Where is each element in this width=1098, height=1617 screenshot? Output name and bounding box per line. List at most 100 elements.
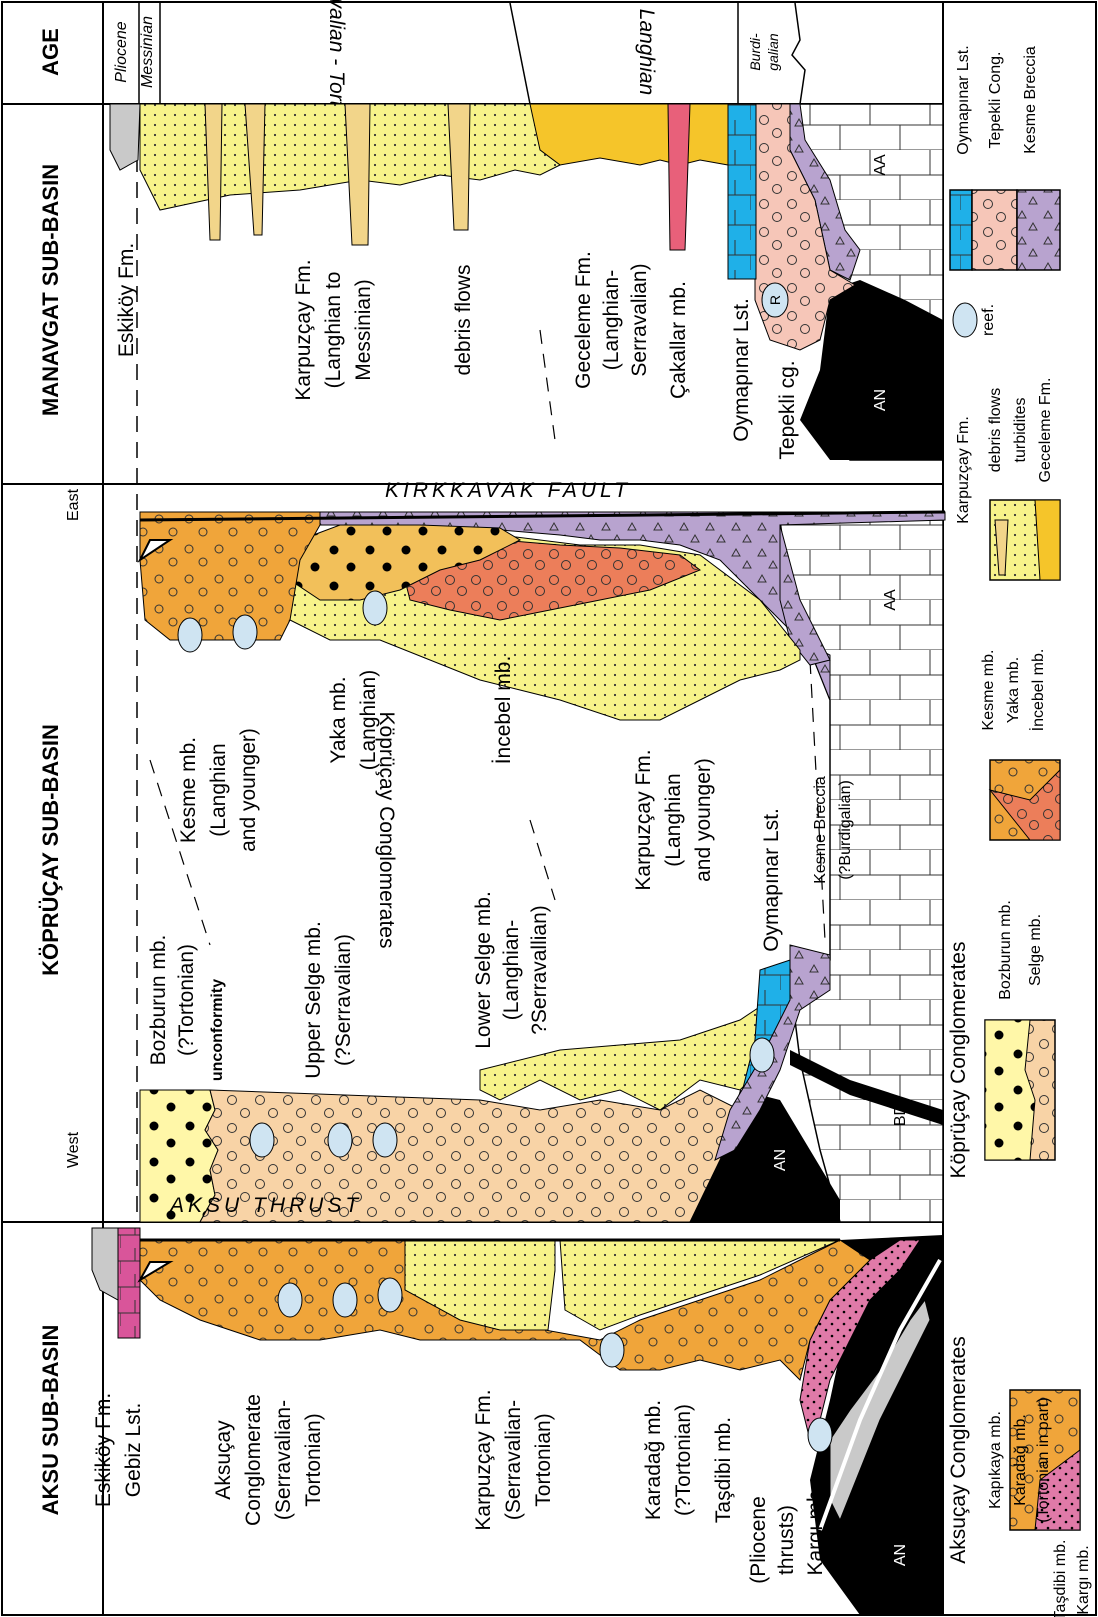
manavgat-aa-label: AA <box>872 154 889 176</box>
koprucay-aa-label: AA <box>882 589 899 611</box>
manavgat-karpuzcay-label-3: Messinian) <box>352 279 375 381</box>
age-line <box>792 3 805 104</box>
aksu-karpuzcay-label-2: (Serravalian- <box>502 1400 525 1520</box>
legend-swatch-kesme-breccia <box>1017 190 1060 270</box>
cakallar-mb <box>668 104 690 250</box>
aksu-eskikoy-label: Eskiköy Fm. <box>92 1393 115 1507</box>
geceleme-label-3: Serravalian) <box>628 263 651 376</box>
koprucay-karpuzcay-fm-west <box>480 1000 770 1110</box>
upper-selge-label-2: (?Serravalian) <box>332 934 355 1066</box>
kesme-breccia-label-2: (?Burdigalian) <box>837 780 854 880</box>
legend-reef: reef. <box>980 304 997 336</box>
cakallar-label: Çakallar mb. <box>667 281 690 399</box>
legend-selge: Selge mb. <box>1027 914 1044 986</box>
legend-kapikaya: Kapıkaya mb. <box>987 1411 1004 1509</box>
debris-flow-wedge <box>205 104 222 240</box>
correlation-line <box>530 820 555 900</box>
kesme-label-3: and younger) <box>237 728 260 852</box>
legend-aksucay-title: Aksuçay Conglomerates <box>947 1336 970 1564</box>
debris-flow-wedge <box>345 104 370 245</box>
kesme-label-2: (Langhian <box>207 743 230 836</box>
legend-karpuzcay: Karpuzçay Fm. <box>955 416 972 524</box>
age-burdigalian-1: Burdi- <box>747 33 763 71</box>
karadag-label-1: Karadağ mb. <box>642 1400 665 1520</box>
incebel-label: İncebel mb. <box>492 656 515 765</box>
manavgat-eskikoy-label: Eskiköy Fm. <box>115 243 138 357</box>
tasdibi-label: Taşdibi mb. <box>712 1417 735 1523</box>
kesme-label-1: Kesme mb. <box>177 737 200 843</box>
legend-incebel: İncebel mb. <box>1028 649 1047 732</box>
legend-tasdibi: Taşdibi mb. <box>1052 1540 1069 1617</box>
correlation-line <box>540 330 555 440</box>
manavgat-karpuzcay-label-2: (Langhian to <box>322 272 345 389</box>
geceleme-fm <box>530 104 728 165</box>
lower-selge-label-1: Lower Selge mb. <box>472 891 495 1049</box>
manavgat-an-label: AN <box>872 389 889 411</box>
aksu-karpuzcay-label-3: Tortonian) <box>532 1413 555 1506</box>
manavgat-karpuzcay-label-1: Karpuzçay Fm. <box>292 259 315 400</box>
koprucay-conglomerates-label: Köprüçay Conglomerates <box>375 712 398 949</box>
legend-bozburun: Bozburun mb. <box>997 900 1014 1000</box>
manavgat-eskikoy-fm <box>110 104 140 170</box>
age-messinian: Messinian <box>139 16 156 88</box>
upper-selge-label-1: Upper Selge mb. <box>302 921 325 1079</box>
orientation-west: West <box>65 1131 82 1168</box>
geceleme-label-2: (Langhian- <box>600 270 623 370</box>
age-langhian: Langhian <box>635 9 658 95</box>
legend-karadag-1: Karadağ mb. <box>1012 1414 1029 1506</box>
koprucay-an-label: AN <box>772 1149 789 1171</box>
gebiz-lst <box>118 1228 140 1338</box>
legend-turbidites: turbidites <box>1012 398 1029 463</box>
legend-kesme-breccia: Kesme Breccia <box>1022 46 1039 154</box>
kesme-breccia-label-1: Kesme Breccia <box>812 776 829 884</box>
legend-oymapinar: Oymapınar Lst. <box>955 45 972 154</box>
lower-selge-label-3: ?Serravallian) <box>528 905 551 1035</box>
tepekli-label: Tepekli cg. <box>776 360 799 459</box>
legend-koprucay-title: Köprüçay Conglomerates <box>947 942 970 1179</box>
legend-swatch-geceleme <box>1035 500 1060 580</box>
header-manavgat: MANAVGAT SUB-BASIN <box>38 164 63 416</box>
debris-flow-wedge <box>448 104 470 230</box>
debris-flows-label: debris flows <box>452 265 475 376</box>
koprucay-karpuzcay-label-2: (Langhian <box>662 773 685 866</box>
gebiz-label: Gebiz Lst. <box>122 1403 145 1498</box>
lower-selge-label-2: (Langhian- <box>500 920 523 1020</box>
aksucay-label-1: Aksuçay <box>212 1420 235 1500</box>
header-age: AGE <box>38 28 63 76</box>
manavgat-oymapinar-lst <box>728 104 756 279</box>
legend-karadag-2: (Tortonian in part) <box>1035 1397 1052 1522</box>
legend-tepekli: Tepekli Cong. <box>987 52 1004 149</box>
legend-geceleme: Geceleme Fm. <box>1037 378 1054 483</box>
aksucay-label-4: Tortonian) <box>302 1413 325 1506</box>
aksu-section: AN AKSU THRUST Eskiköy Fm. Gebiz Lst. <box>92 1194 943 1615</box>
aksu-an-label: AN <box>892 1544 909 1566</box>
legend-debris: debris flows <box>987 388 1004 472</box>
bozburun-label-2: (?Tortonian) <box>175 944 198 1056</box>
bozburun-label-1: Bozburun mb. <box>147 935 170 1066</box>
manavgat-oymapinar-label: Oymapınar Lst. <box>730 298 753 442</box>
legend-reef-icon <box>953 303 977 337</box>
koprucay-section: AN BD AA KIRKKAVAK FAULT <box>140 479 945 1222</box>
yaka-label-1: Yaka mb. <box>327 676 350 763</box>
koprucay-bd-label: BD <box>892 1104 909 1126</box>
koprucay-karpuzcay-label-3: and younger) <box>692 758 715 882</box>
karadag-label-2: (?Tortonian) <box>672 1404 695 1516</box>
legend-swatch-oymapinar <box>950 190 972 270</box>
kirkkavak-fault-label: KIRKKAVAK FAULT <box>385 479 631 502</box>
pliocene-thrusts-label-1: (Pliocene <box>747 1496 770 1584</box>
koprucay-oymapinar-label: Oymapınar Lst. <box>760 808 783 952</box>
legend-yaka: Yaka mb. <box>1005 657 1022 723</box>
legend: Aksuçay Conglomerates Kapıkaya mb. Karad… <box>947 45 1092 1617</box>
aksu-eskikoy-fm <box>92 1228 118 1300</box>
legend-kargi: Kargı mb. <box>1075 1545 1092 1614</box>
age-line <box>510 3 530 104</box>
legend-kesme: Kesme mb. <box>980 650 997 731</box>
legend-swatch-bozburun <box>985 1020 1035 1160</box>
kargi-label: Kargı mb. <box>804 1484 827 1575</box>
unconformity-label: unconformity <box>209 979 226 1081</box>
age-pliocene: Pliocene <box>113 21 130 82</box>
koprucay-karpuzcay-label-1: Karpuzçay Fm. <box>632 749 655 890</box>
manavgat-section: AN AA R Eskiköy Fm. Karpuzçay Fm. (Langh… <box>110 104 943 460</box>
geceleme-label-1: Geceleme Fm. <box>572 251 595 389</box>
